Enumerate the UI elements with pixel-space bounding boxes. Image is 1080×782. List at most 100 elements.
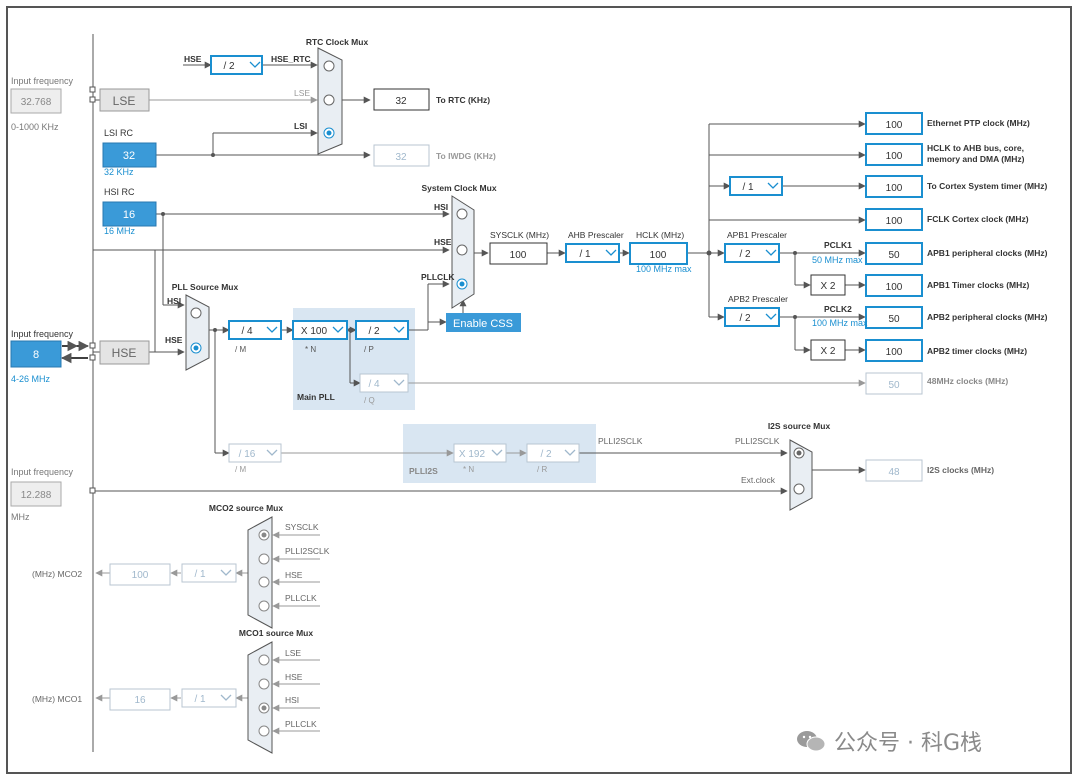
- sysmux-hse-label: HSE: [434, 237, 452, 247]
- chevron-down-icon: [266, 326, 278, 333]
- plli2s-r-value: / 2: [540, 449, 552, 460]
- watermark-text: 公众号 · 科G栈: [834, 731, 983, 756]
- chevron-down-icon: [249, 61, 261, 68]
- chevron-down-icon: [491, 449, 503, 456]
- pllsrc-hse-label: HSE: [165, 335, 183, 345]
- chevron-down-icon: [220, 694, 232, 701]
- i2s-mux-plli2sclk-label: PLLI2SCLK: [735, 436, 780, 446]
- plli2s-label: PLLI2S: [409, 466, 438, 476]
- rtc-hse-div-select[interactable]: [210, 55, 263, 75]
- plli2s-n-value: X 192: [459, 449, 486, 460]
- lsi-value: 32: [123, 150, 135, 162]
- hse-frequency-input[interactable]: [10, 340, 62, 368]
- mco2-in-plli2sclk: PLLI2SCLK: [285, 546, 330, 556]
- lse-frequency-input[interactable]: [10, 88, 62, 114]
- plli2s-r-select[interactable]: [526, 443, 580, 463]
- hclk-value-input[interactable]: [629, 242, 688, 265]
- apb2-prescaler-select[interactable]: [724, 307, 780, 327]
- pll-p-select[interactable]: [355, 320, 409, 340]
- pll-n-select[interactable]: [292, 320, 348, 340]
- i2s-mux-title: I2S source Mux: [768, 421, 831, 431]
- eth-value-text: 100: [886, 120, 903, 131]
- i2s-ext-frequency-input[interactable]: [10, 481, 62, 507]
- plli2s-m-select[interactable]: [228, 443, 282, 463]
- rtc-lse-label: LSE: [294, 88, 310, 98]
- pll-q-select[interactable]: [359, 373, 409, 393]
- apb2-timer-label: APB2 timer clocks (MHz): [927, 346, 1027, 356]
- pll-q-label: / Q: [364, 396, 375, 405]
- usb-48mhz-value: [865, 372, 923, 395]
- sysclk-label: SYSCLK (MHz): [490, 230, 549, 240]
- eth-ptp-value[interactable]: [865, 112, 923, 135]
- usb-label: 48MHz clocks (MHz): [927, 376, 1008, 386]
- mco2-source-mux: [247, 516, 273, 629]
- ahb-prescaler-label: AHB Prescaler: [568, 230, 624, 240]
- apb2-periph-value-text: 50: [888, 314, 900, 325]
- apb2-prescaler-label: APB2 Prescaler: [728, 294, 788, 304]
- sysclk-value-text: 100: [510, 250, 527, 261]
- apb1-periph-value[interactable]: [865, 242, 923, 265]
- pclk2-max: 100 MHz max: [812, 318, 868, 328]
- i2s-source-mux: [789, 439, 813, 511]
- cortex-timer-value[interactable]: [865, 175, 923, 198]
- pclk2-label: PCLK2: [824, 304, 852, 314]
- i2s-value: [865, 459, 923, 482]
- fclk-label: FCLK Cortex clock (MHz): [927, 214, 1029, 224]
- fclk-value[interactable]: [865, 208, 923, 231]
- pclk1-label: PCLK1: [824, 240, 852, 250]
- hse-rtc-label: HSE_RTC: [271, 54, 311, 64]
- apb1-timer-mult-text: X 2: [820, 281, 835, 292]
- hsi-value: 16: [123, 209, 135, 221]
- mco2-in-hse: HSE: [285, 570, 303, 580]
- ahb-prescaler-select[interactable]: [565, 243, 620, 263]
- chevron-down-icon: [564, 449, 576, 456]
- apb1-prescaler-select[interactable]: [724, 243, 780, 263]
- apb1-timer-multiplier: [810, 274, 846, 296]
- apb2-periph-value[interactable]: [865, 306, 923, 329]
- watermark: 公众号 · 科G栈: [796, 725, 982, 757]
- main-pll-label: Main PLL: [297, 392, 335, 402]
- lsi-rc-label: LSI RC: [104, 128, 134, 138]
- mco2-div-select[interactable]: [181, 563, 237, 583]
- i2s-input-freq-label: Input frequency: [11, 467, 74, 477]
- chevron-down-icon: [765, 249, 777, 256]
- iwdg-out-label: To IWDG (KHz): [436, 151, 496, 161]
- plli2s-n-label: * N: [463, 465, 474, 474]
- eth-label: Ethernet PTP clock (MHz): [927, 118, 1030, 128]
- pll-m-label: / M: [235, 345, 246, 354]
- pll-q-value: / 4: [368, 379, 380, 390]
- pclk1-max: 50 MHz max: [812, 255, 863, 265]
- mco2-div-value: / 1: [194, 569, 206, 580]
- mco1-source-mux: [247, 641, 273, 754]
- pll-p-value: / 2: [368, 326, 380, 337]
- mco2-in-sysclk: SYSCLK: [285, 522, 319, 532]
- chevron-down-icon: [767, 182, 779, 189]
- sysclk-value: [489, 242, 548, 265]
- plli2s-n-select[interactable]: [453, 443, 507, 463]
- hse-block: [99, 340, 150, 365]
- system-mux-title: System Clock Mux: [421, 183, 496, 193]
- apb1-div-value: / 2: [739, 249, 751, 260]
- mco1-div-select[interactable]: [181, 688, 237, 708]
- pll-m-select[interactable]: [228, 320, 282, 340]
- pll-m-value: / 4: [241, 326, 253, 337]
- rtc-out-label: To RTC (KHz): [436, 95, 490, 105]
- hse-range: 4-26 MHz: [11, 374, 51, 384]
- hse-input-value: 8: [33, 349, 39, 361]
- apb1-timer-value[interactable]: [865, 274, 923, 297]
- mco2-label: (MHz) MCO2: [32, 569, 82, 579]
- hclk-value-text: 100: [650, 250, 667, 261]
- enable-css-button[interactable]: [446, 313, 521, 332]
- mco1-in-pllclk: PLLCLK: [285, 719, 317, 729]
- ahb-prescaler-value: / 1: [579, 249, 591, 260]
- apb2-div-value: / 2: [739, 313, 751, 324]
- sysmux-hsi-label: HSI: [434, 202, 448, 212]
- apb2-timer-value[interactable]: [865, 339, 923, 362]
- hclk-ahb-label-2: memory and DMA (MHz): [927, 154, 1025, 164]
- cortex-timer-div-select[interactable]: [729, 176, 783, 196]
- sysmux-pllclk-label: PLLCLK: [421, 272, 455, 282]
- lse-input-freq-label: Input frequency: [11, 76, 74, 86]
- hclk-ahb-value[interactable]: [865, 143, 923, 166]
